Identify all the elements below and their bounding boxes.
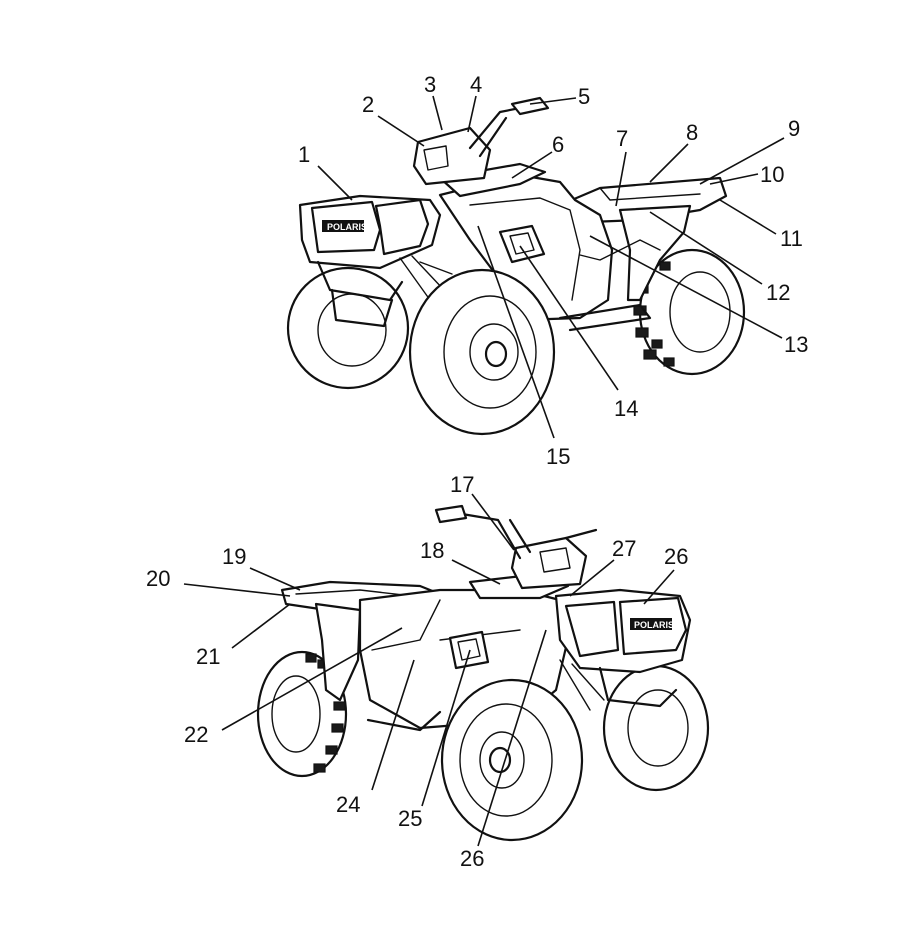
upper-front-polaris-decal: POLARIS: [327, 222, 367, 232]
callout-24: 24: [336, 792, 360, 817]
lower-front-polaris-decal: POLARIS: [634, 620, 674, 630]
callout-1: 1: [298, 142, 310, 167]
callout-27: 27: [612, 536, 636, 561]
lower-front-far-wheel: [602, 664, 710, 792]
lower-front-near-wheel: [440, 678, 584, 842]
callout-3: 3: [424, 72, 436, 97]
callout-7: 7: [616, 126, 628, 151]
callout-5: 5: [578, 84, 590, 109]
callout-2: 2: [362, 92, 374, 117]
callout-26-top: 26: [664, 544, 688, 569]
callout-14: 14: [614, 396, 638, 421]
upper-front-near-wheel: [408, 268, 556, 436]
callout-8: 8: [686, 120, 698, 145]
upper-atv-illustration: POLARIS: [286, 96, 746, 436]
lower-leader-lines: [183, 493, 675, 847]
callout-6: 6: [552, 132, 564, 157]
callout-21: 21: [196, 644, 220, 669]
callout-4: 4: [470, 72, 482, 97]
callout-22: 22: [184, 722, 208, 747]
lower-atv-illustration: POLARIS: [256, 504, 710, 842]
callout-15: 15: [546, 444, 570, 469]
callout-11: 11: [780, 226, 803, 251]
callout-18: 18: [420, 538, 444, 563]
upper-leader-lines: [317, 95, 785, 439]
callout-25: 25: [398, 806, 422, 831]
callout-26-bottom: 26: [460, 846, 484, 871]
upper-front-far-wheel: [286, 266, 410, 390]
callout-19: 19: [222, 544, 246, 569]
callout-20: 20: [146, 566, 170, 591]
callout-9: 9: [788, 116, 800, 141]
callout-10: 10: [760, 162, 784, 187]
callout-13: 13: [784, 332, 808, 357]
lower-callouts: 17 18 19 20 21 22 24 25 26 26 27: [146, 472, 688, 871]
callout-17: 17: [450, 472, 474, 497]
upper-callouts: 1 2 3 4 5 6 7 8 9 10 11 12 13 14 15: [298, 72, 808, 469]
callout-12: 12: [766, 280, 790, 305]
